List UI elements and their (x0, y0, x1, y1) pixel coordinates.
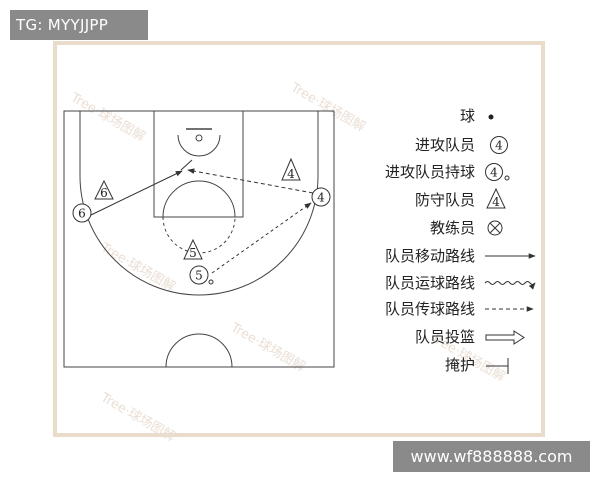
screen-icon (486, 358, 509, 374)
svg-text:4: 4 (495, 139, 503, 153)
center-circle (165, 333, 233, 368)
play-lines (90, 159, 314, 274)
svg-text:6: 6 (78, 207, 86, 221)
svg-text:5: 5 (189, 246, 197, 260)
svg-text:5: 5 (195, 269, 203, 283)
shot-arrow-icon (485, 330, 525, 345)
legend-label-offense-ball: 进攻队员持球 (385, 163, 475, 181)
offense-player-icon: 4 (490, 136, 508, 154)
svg-text:Tree·球场图解: Tree·球场图解 (97, 390, 177, 445)
pass-line-5-to-4 (211, 202, 312, 274)
legend-label-ball: 球 (460, 107, 475, 125)
svg-text:4: 4 (490, 166, 498, 180)
half-court (63, 110, 335, 368)
svg-text:Tree·球场图解: Tree·球场图解 (287, 80, 367, 135)
legend-label-screen: 掩护 (445, 356, 475, 374)
legend-label-pass: 队员传球路线 (385, 300, 475, 318)
restricted-arc (177, 134, 221, 157)
offense-player-with-ball-icon: 4 (485, 163, 510, 181)
legend-label-coach: 教练员 (430, 219, 475, 237)
offense-player-5-with-ball: 5 (189, 265, 214, 285)
legend-label-defense: 防守队员 (415, 191, 475, 209)
pass-line-4-to-6 (187, 168, 314, 194)
movement-line-6 (90, 170, 183, 216)
svg-text:Tree·球场图解: Tree·球场图解 (67, 90, 147, 145)
svg-text:Tree·球场图解: Tree·球场图解 (97, 240, 177, 295)
svg-text:4: 4 (492, 195, 500, 209)
diagram-frame (53, 41, 545, 437)
three-point-arc (79, 111, 319, 296)
free-throw-circle-top (162, 180, 236, 218)
legend-label-shot: 队员投篮 (415, 328, 475, 346)
defense-player-4: 4 (281, 157, 301, 181)
watermark-top-left: TG: MYYJJPP (10, 10, 148, 40)
defense-player-5: 5 (183, 238, 203, 260)
coach-icon (487, 220, 503, 236)
court-boundary (63, 110, 335, 368)
dribble-line-icon (484, 281, 536, 290)
legend: 球 进攻队员 4 进攻队员持球 4 防守队员 4 教练员 队员移动路线 队员运球… (385, 107, 536, 374)
movement-line-6-hook (180, 159, 193, 171)
legend-label-offense: 进攻队员 (415, 136, 475, 154)
free-throw-circle-bottom (162, 216, 236, 254)
svg-text:4: 4 (317, 191, 325, 205)
ball-icon (488, 114, 494, 120)
offense-player-4: 4 (311, 187, 331, 207)
defense-player-icon: 4 (486, 187, 506, 209)
legend-label-dribble: 队员运球路线 (385, 274, 475, 292)
hoop (195, 134, 203, 142)
svg-text:4: 4 (287, 167, 295, 181)
svg-text:6: 6 (100, 186, 108, 200)
free-throw-lane (153, 110, 244, 218)
legend-label-movement: 队员移动路线 (385, 247, 475, 265)
watermark-bottom-right: www.wf888888.com (393, 441, 590, 472)
offense-player-6: 6 (72, 203, 92, 223)
defense-player-6: 6 (94, 179, 114, 200)
